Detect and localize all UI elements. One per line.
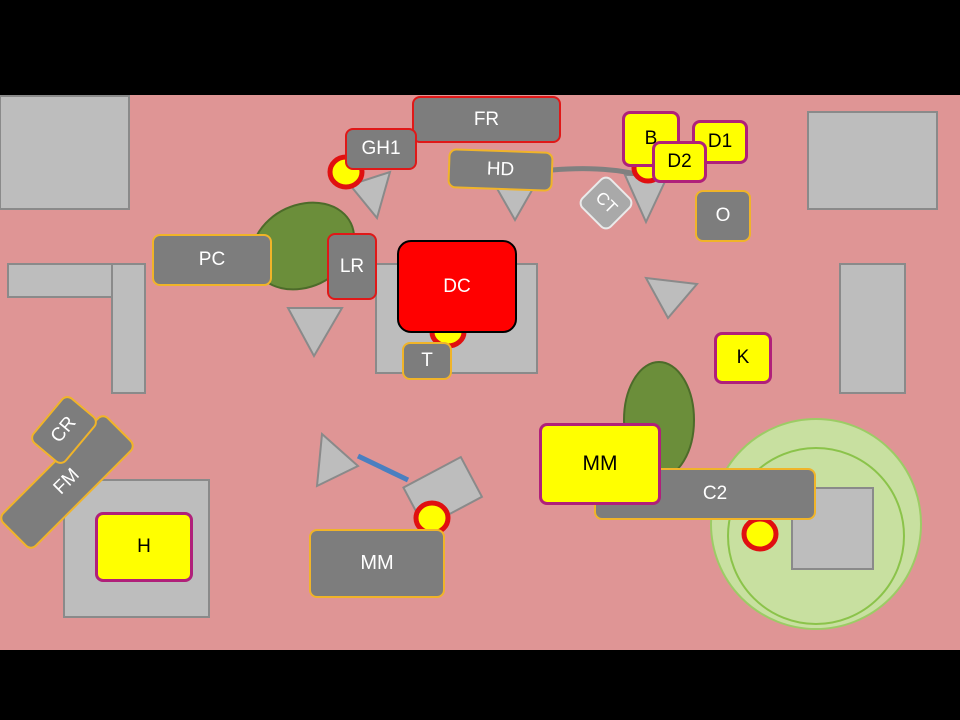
triangle-marker-1	[348, 170, 392, 221]
label-fm-text: FM	[49, 464, 84, 499]
triangle-marker-6	[315, 431, 360, 488]
label-pc-text: PC	[198, 249, 226, 270]
label-t: T	[402, 342, 452, 380]
label-pc: PC	[152, 234, 272, 286]
green-zone-inner	[727, 447, 905, 625]
wall-vertical-left	[111, 263, 146, 394]
structure-right	[839, 263, 906, 394]
structure-top-right	[807, 111, 938, 210]
label-fr: FR	[412, 96, 561, 143]
label-dc: DC	[397, 240, 517, 333]
label-lr: LR	[327, 233, 377, 300]
triangle-marker-4	[286, 307, 344, 359]
structure-top-left	[0, 95, 130, 210]
top-letterbox	[0, 0, 960, 95]
blue-line	[356, 453, 410, 483]
label-mm-bottom-text: MM	[360, 552, 394, 574]
label-h-text: H	[137, 536, 151, 557]
label-o-text: O	[715, 205, 731, 226]
curved-connector	[551, 166, 637, 177]
label-d2: D2	[652, 141, 707, 183]
label-d1-text: D1	[707, 131, 733, 152]
label-k-text: K	[736, 347, 750, 368]
label-o: O	[695, 190, 751, 242]
label-ct-text: CT	[591, 187, 622, 218]
label-d2-text: D2	[667, 151, 692, 172]
label-t-text: T	[421, 350, 433, 371]
label-mm-top-text: MM	[582, 452, 618, 475]
label-gh1-text: GH1	[361, 138, 401, 159]
label-mm-top: MM	[539, 423, 661, 505]
label-hd: HD	[447, 148, 554, 192]
label-lr-text: LR	[339, 255, 365, 277]
label-k: K	[714, 332, 772, 384]
label-dc-text: DC	[443, 275, 471, 297]
label-hd-text: HD	[486, 158, 515, 181]
label-h: H	[95, 512, 193, 582]
bottom-letterbox	[0, 650, 960, 720]
triangle-marker-5	[644, 276, 699, 320]
label-fr-text: FR	[473, 108, 500, 130]
label-cr-text: CR	[46, 412, 81, 447]
label-mm-bottom: MM	[309, 529, 445, 598]
marker-in-green-zone	[741, 516, 779, 552]
label-c2-text: C2	[702, 483, 728, 504]
label-gh1: GH1	[345, 128, 417, 170]
